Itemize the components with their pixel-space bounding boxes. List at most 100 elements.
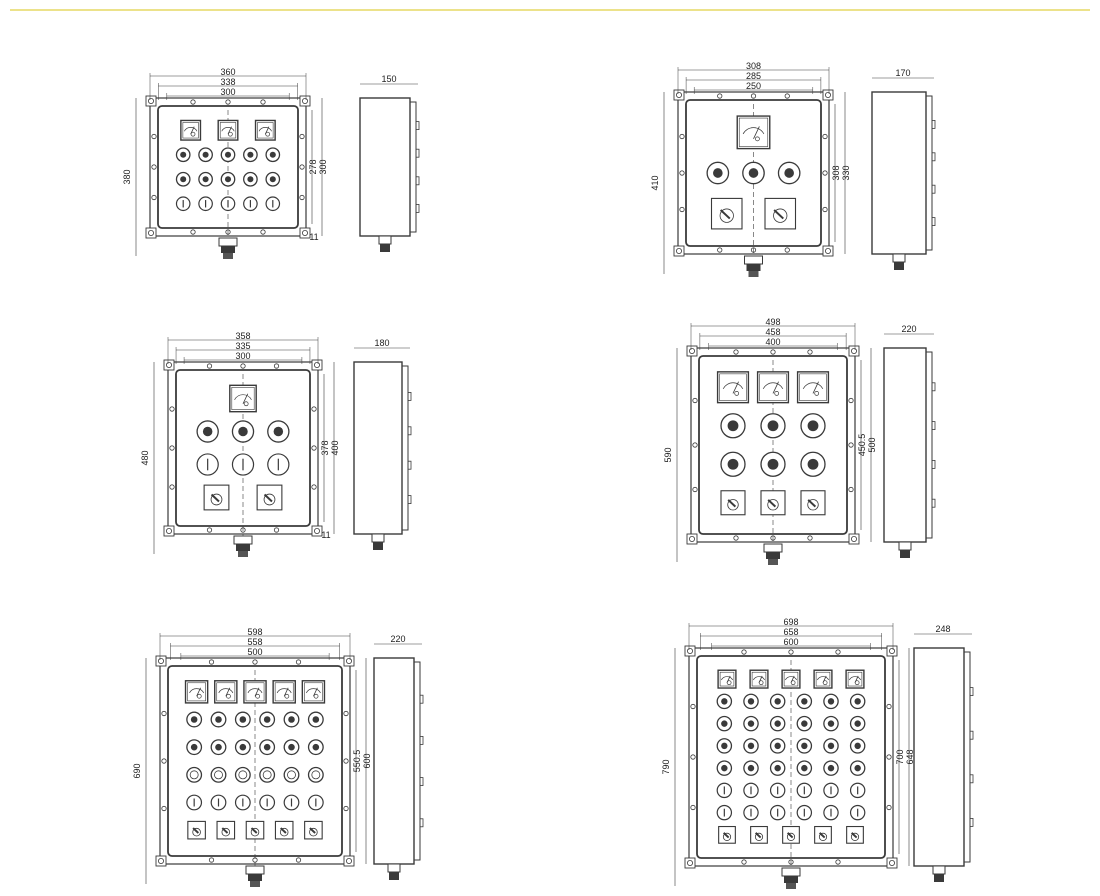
- mounting-lug: [686, 345, 698, 357]
- side-view-knob: [407, 391, 412, 401]
- inner-dimension-label: 500: [867, 437, 877, 452]
- bolt-icon: [273, 527, 280, 533]
- bolt-icon: [165, 528, 172, 535]
- meter-frame: [229, 384, 257, 413]
- cable-gland-body: [233, 535, 253, 545]
- bolt-icon: [807, 349, 813, 355]
- depth-dimension-label: 180: [374, 338, 389, 348]
- selector-knob: [210, 493, 223, 506]
- cable-gland-body: [744, 255, 763, 265]
- mounting-lug: [343, 855, 355, 867]
- cable-gland-body: [781, 867, 801, 877]
- width-dimension-label: 458: [765, 327, 780, 337]
- height-dimension-label: 790: [661, 759, 671, 774]
- bolt-icon: [157, 858, 164, 865]
- bolt-icon: [689, 536, 696, 543]
- bolt-icon: [161, 710, 167, 717]
- meter-scale: [802, 382, 824, 389]
- push-button-core: [767, 458, 779, 470]
- bolt-icon: [299, 133, 305, 140]
- meter-frame: [180, 119, 202, 141]
- selector-knob: [727, 499, 739, 511]
- meter-frame: [217, 119, 239, 141]
- meter-frame: [781, 669, 801, 689]
- mounting-lug: [155, 855, 167, 867]
- side-gland-body: [371, 533, 385, 543]
- width-dimension-label: 308: [746, 61, 761, 71]
- inner-dimension-label: 330: [841, 165, 851, 180]
- bolt-icon: [313, 528, 320, 535]
- bolt-icon: [676, 247, 683, 254]
- bolt-icon: [741, 859, 747, 865]
- side-gland-body: [378, 235, 392, 245]
- meter-scale: [276, 688, 292, 694]
- mounting-lug: [299, 95, 311, 107]
- width-dimension-label: 600: [783, 637, 798, 647]
- inner-dimension-label: 600: [362, 753, 372, 768]
- bolt-icon: [299, 164, 305, 170]
- side-gland-body: [387, 863, 401, 873]
- push-button-core: [721, 720, 728, 727]
- bolt-icon: [692, 397, 698, 404]
- mounting-lug: [673, 245, 685, 257]
- push-button-core: [713, 168, 723, 178]
- width-dimension-label: 358: [235, 331, 250, 341]
- meter-scale: [247, 688, 263, 694]
- bolt-icon: [161, 758, 167, 764]
- bolt-icon: [784, 247, 790, 253]
- bolt-icon: [151, 133, 157, 140]
- indicator-lamp-icon: [283, 766, 300, 783]
- side-gland-nut: [894, 262, 904, 270]
- side-view-knob: [931, 120, 936, 129]
- push-button-core: [747, 742, 755, 750]
- push-button-core: [312, 743, 320, 751]
- meter-needle: [196, 687, 201, 697]
- width-dimension-label: 335: [235, 341, 250, 351]
- meter-face: [751, 671, 767, 687]
- side-view-body: [359, 97, 411, 237]
- side-view-cover: [409, 101, 417, 233]
- meter-face: [219, 122, 237, 139]
- push-button-core: [801, 698, 808, 705]
- meter-pivot: [255, 693, 261, 699]
- meter-frame: [796, 371, 830, 404]
- inner-dimension-label: 308: [831, 165, 841, 180]
- push-button-core: [727, 420, 739, 432]
- enclosure-flange: [690, 347, 856, 543]
- meter-pivot: [190, 131, 196, 137]
- selector-handle: [719, 209, 731, 220]
- mounting-lug: [822, 245, 834, 257]
- bolt-icon: [689, 347, 696, 354]
- inner-dimension-label: 300: [318, 159, 328, 174]
- meter-needle: [242, 393, 249, 404]
- bolt-icon: [889, 648, 896, 655]
- push-button-core: [807, 420, 819, 432]
- side-view-knob: [419, 777, 424, 786]
- selector-knob: [250, 827, 260, 837]
- side-view-knob: [969, 774, 974, 784]
- push-button-core: [215, 743, 222, 751]
- bolt-icon: [690, 703, 696, 710]
- cable-gland-nut: [746, 264, 761, 271]
- width-dimension-label: 300: [235, 351, 250, 361]
- indicator-lamp-inner: [262, 770, 272, 780]
- push-button-core: [747, 698, 755, 705]
- selector-knob: [192, 827, 201, 837]
- meter-pivot: [196, 693, 202, 699]
- meter-face: [799, 373, 827, 401]
- meter-face: [231, 386, 255, 410]
- side-view-knob: [931, 152, 936, 162]
- bolt-icon: [147, 229, 154, 236]
- width-dimension-label: 360: [220, 67, 235, 77]
- meter-frame: [716, 371, 750, 404]
- side-view-knob: [931, 421, 936, 431]
- cable-gland-tail: [223, 253, 233, 259]
- push-button-core: [224, 151, 232, 158]
- selector-handle: [280, 827, 287, 834]
- width-dimension-label: 558: [247, 637, 262, 647]
- push-button-core: [247, 176, 254, 183]
- meter-frame: [749, 669, 769, 689]
- enclosure-cover: [685, 99, 822, 247]
- bolt-icon: [295, 857, 302, 863]
